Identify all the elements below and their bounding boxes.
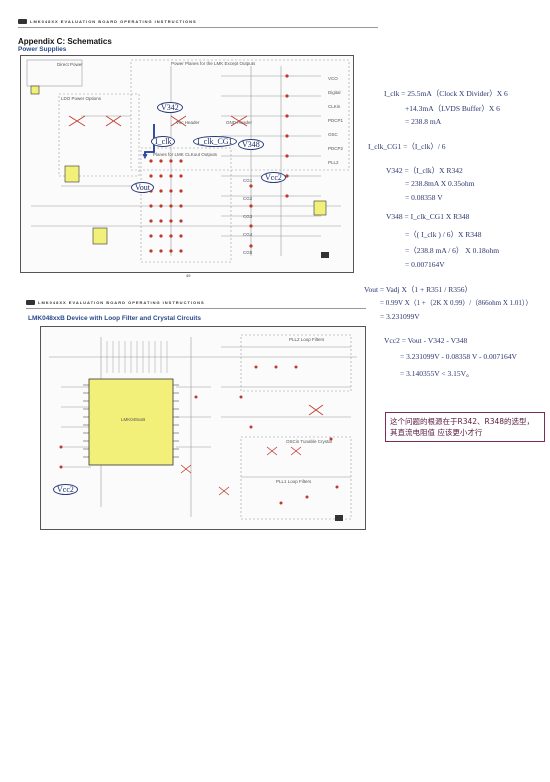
label-power-planes: Power Planes for the LMK Except Outputs [171,61,256,66]
note-line-2: 其直流电阻值 应该更小才行 [390,428,483,437]
label-pll2: PLL2 [328,160,339,165]
national-logo-icon [18,19,27,24]
schematic-drawing-2 [49,334,357,521]
eq-line-7: = 0.08358 V [405,193,443,202]
eq-line-5: V342 =（I_clk）X R342 [386,166,463,175]
label-cg4: CG4 [243,232,253,237]
eq-line-3: = 238.8 mA [405,117,442,126]
label-vco: VCO [328,76,338,81]
callout-vcc2-page2: Vcc2 [53,484,78,495]
eq-line-11: = 0.007164V [405,260,445,269]
label-cg3: CG3 [243,214,253,219]
label-clkin: CLKin [328,104,341,109]
label-cg2: CG2 [243,196,253,201]
label-pll2-loop: PLL2 Loop Filters [289,337,325,342]
national-logo-icon-2 [26,300,35,305]
label-gnd-header: GND Header [226,120,253,125]
page2-header: LMK048XX EVALUATION BOARD OPERATING INST… [38,300,205,305]
eq-line-4: I_clk_CG1 =（I_clk）/ 6 [368,142,446,151]
callout-vcc2: Vcc2 [261,172,286,183]
eq-line-12: Vout = Vadj X（1 + R351 / R356） [364,285,472,294]
label-cg1: CG1 [243,178,253,183]
label-vcc-header: Vcc Header [176,120,200,125]
page2-header-rule [26,308,366,309]
label-chip: LMK048xxB [121,417,146,422]
power-supply-schematic: Direct Power Power Planes for the LMK Ex… [20,55,354,273]
label-pdcp1: PDCP1 [328,118,344,123]
eq-line-13: = 0.99V X（1 +（2K X 0.99）/（866ohm X 1.01）… [380,299,533,307]
section-title: Appendix C: Schematics [18,37,112,46]
label-pdcp2: PDCP2 [328,146,344,151]
eq-line-17: = 3.140355V < 3.15V。 [400,369,474,378]
eq-line-8: V348 = I_clk_CG1 X R348 [386,212,470,221]
section-subtitle: Power Supplies [18,46,67,53]
callout-v348: V348 [238,139,264,150]
label-osc-tunable: OSCin Tunable Crystal [286,439,332,444]
eq-line-16: = 3.231099V - 0.08358 V - 0.007164V [400,352,517,361]
callout-i-clk: I_clk [151,136,176,147]
label-ldo-options: LDO Power Options [61,96,102,101]
eq-line-9: =（( I_clk ) / 6）X R348 [405,230,482,239]
page-header: LMK048XX EVALUATION BOARD OPERATING INST… [30,19,197,24]
label-cg5: CG5 [243,250,253,255]
label-clkout-planes: Planes for LMK CLKout Outputs [153,152,218,157]
page2-section-subtitle: LMK048xxB Device with Loop Filter and Cr… [28,315,202,322]
page-number: 49 [186,273,191,278]
eq-line-2: +14.3mA（LVDS Buffer）X 6 [405,104,500,113]
eq-line-1: I_clk = 25.5mA（Clock X Divider）X 6 [384,89,508,98]
label-osc: OSC [328,132,338,137]
callout-i-clk-cg1: I_clk_CG1 [193,136,237,147]
eq-line-6: = 238.8mA X 0.35ohm [405,179,475,188]
schematic-drawing [26,59,350,263]
callout-v342: V342 [157,102,183,113]
analysis-note: 这个问题的根源在于R342、R348的选型， 其直流电阻值 应该更小才行 [385,412,545,442]
callout-vout: Vout [131,182,154,193]
label-pll1-loop: PLL1 Loop Filters [276,479,312,484]
note-line-1: 这个问题的根源在于R342、R348的选型， [390,417,535,426]
eq-line-10: =（238.8 mA / 6） X 0.18ohm [405,246,500,255]
header-rule [18,27,378,28]
label-digital: Digital [328,90,341,95]
device-loop-filter-schematic: PLL2 Loop Filters LMK048xxB OSCin Tunabl… [40,326,366,530]
eq-line-14: = 3.231099V [380,312,420,321]
label-direct-power: Direct Power [57,62,83,67]
eq-line-15: Vcc2 = Vout - V342 - V348 [384,336,468,345]
